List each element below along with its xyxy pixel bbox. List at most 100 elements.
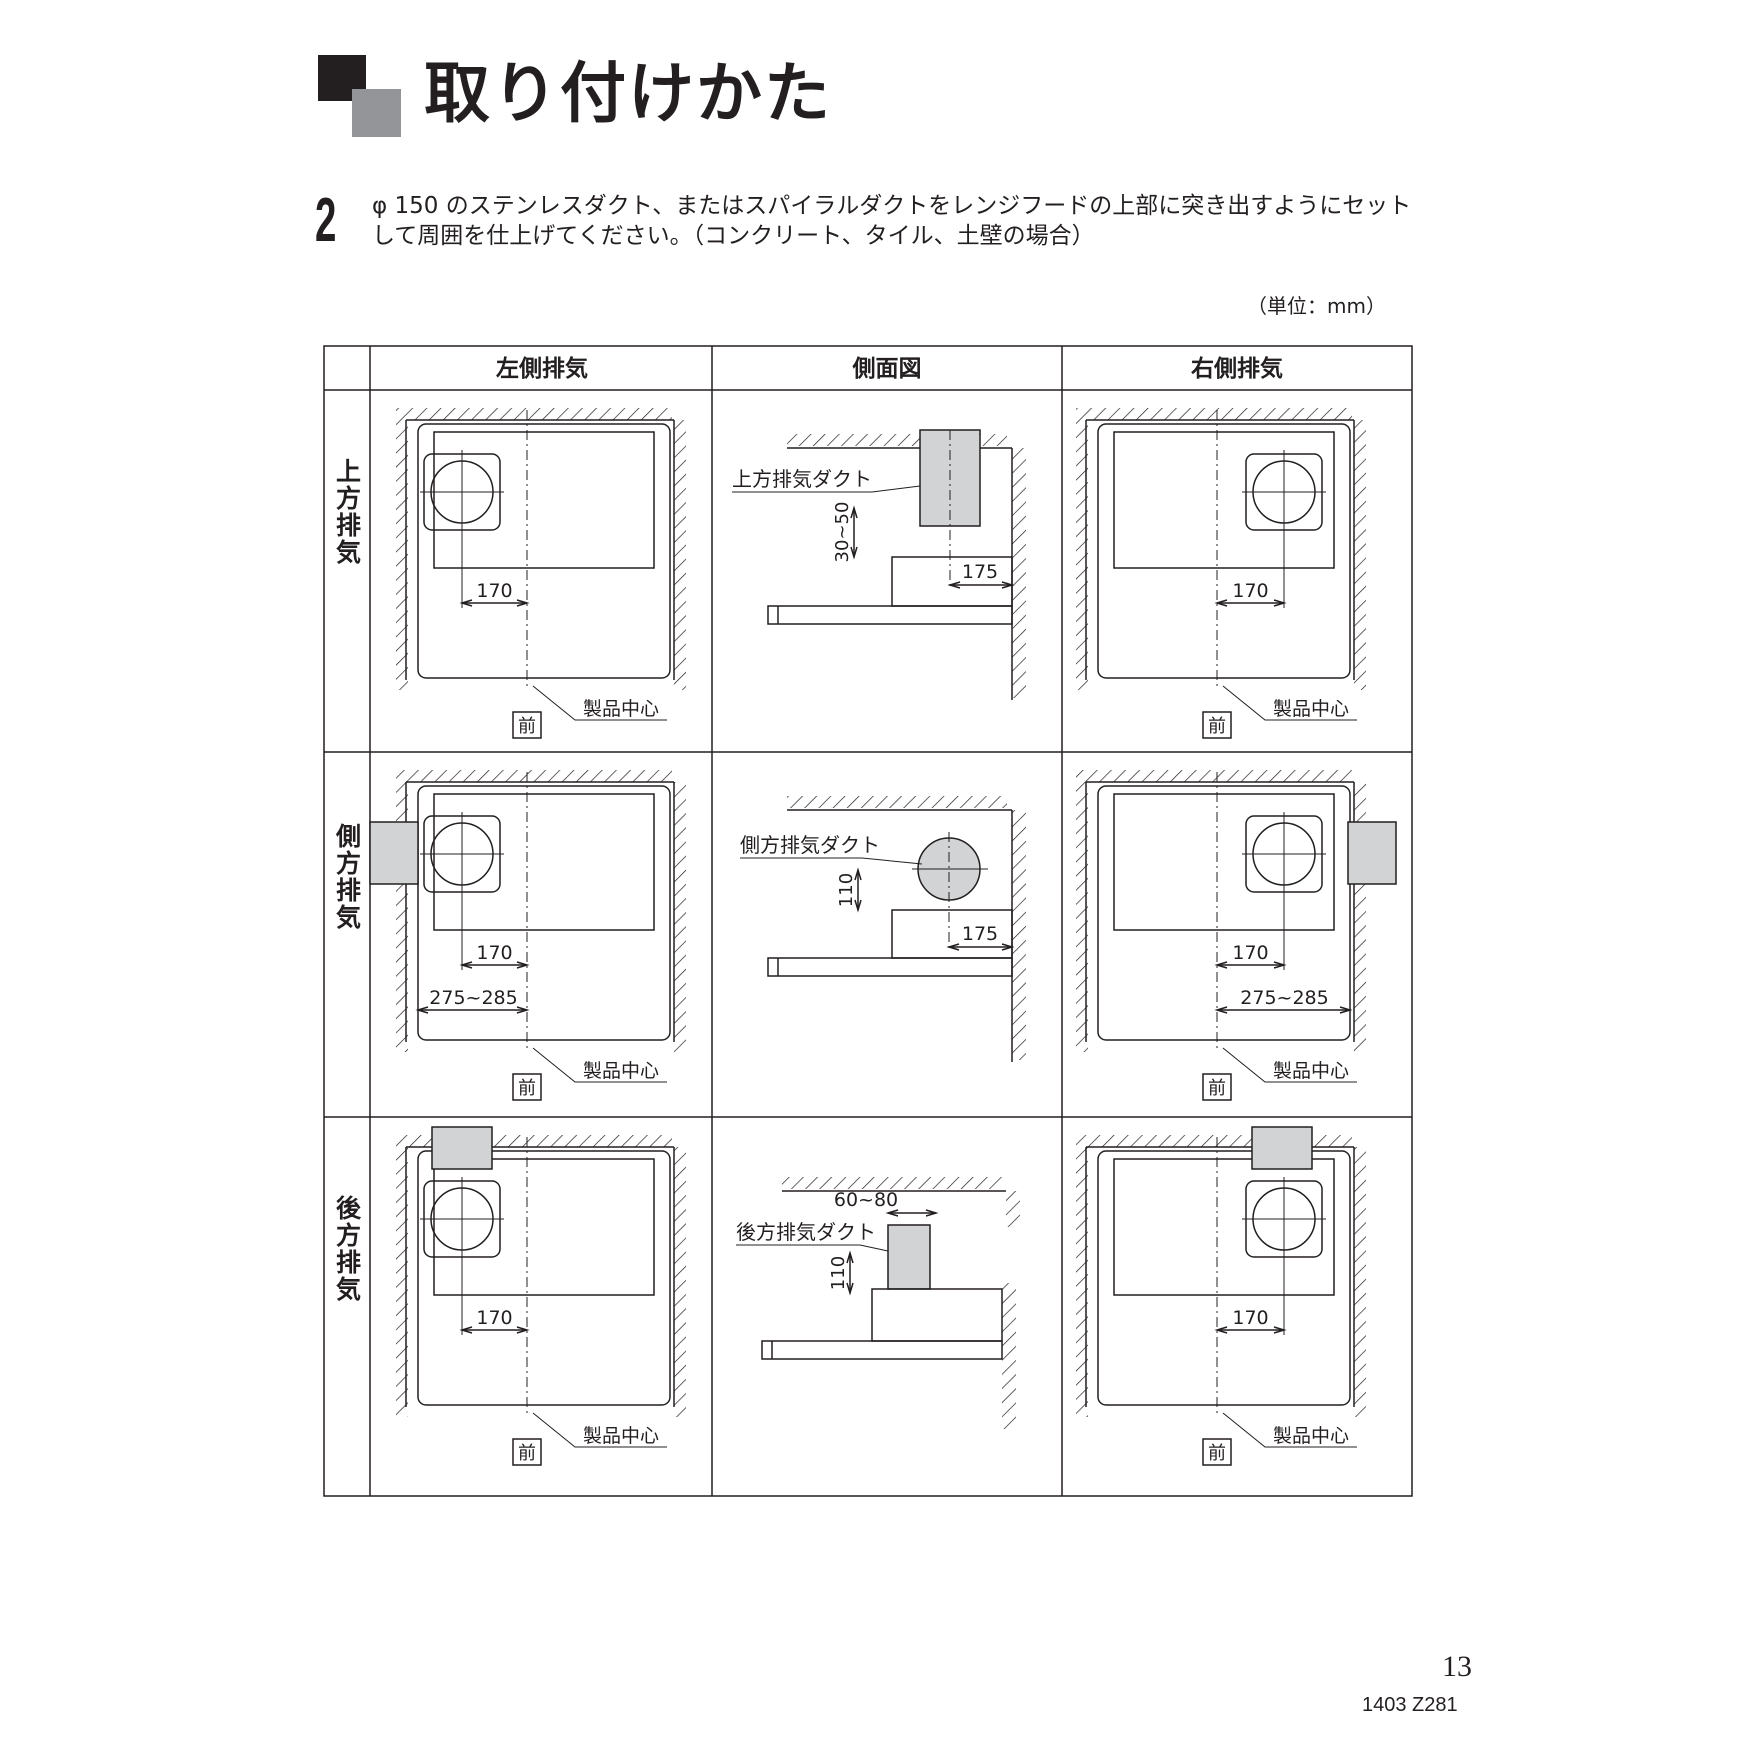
plan-left-back-dim-170-arrow-left <box>459 1326 473 1334</box>
plan-left-side-dim-170-arrow-right <box>516 961 530 969</box>
side-top-wall-hatch <box>1012 448 1026 698</box>
plan-right-back-dim-170-arrow-left <box>1214 1326 1228 1334</box>
plan-right-top-front-label: 前 <box>1208 716 1226 737</box>
plan-right-back-fan-casing <box>1113 1158 1335 1296</box>
plan-left-side-front-box <box>512 1073 542 1101</box>
column-header-side-view: 側面図 <box>852 356 922 382</box>
side-side-label: 側方排気ダクト <box>740 833 880 857</box>
plan-left-side-hood-outline <box>417 785 671 1041</box>
plan-left-side-dim-170-arrow-left <box>459 961 473 969</box>
plan-left-top-dim-170-arrow-right <box>516 599 530 607</box>
column-header-left-exhaust: 左側排気 <box>496 355 588 382</box>
step-number: 2 <box>315 186 337 255</box>
column-header-right-exhaust: 右側排気 <box>1191 355 1283 382</box>
plan-right-side-hood-outline <box>1097 785 1351 1041</box>
plan-left-top-front-box <box>512 711 542 739</box>
side-side-dim-110-arrow-bottom <box>854 899 862 913</box>
plan-left-back-wall-right-hatch <box>674 1147 686 1417</box>
plan-right-top-wall-right-hatch <box>1354 420 1366 690</box>
plan-right-side-dim-275-285-arrow-left <box>1214 1006 1228 1014</box>
side-side-ceiling-hatch <box>787 796 1007 808</box>
plan-right-side-fan-casing <box>1113 793 1335 931</box>
plan-left-side-fan-casing <box>433 793 655 931</box>
side-back-dim-110-arrow-top <box>846 1250 854 1264</box>
plan-left-side-wall-right-hatch <box>674 782 686 1052</box>
plan-right-side-product-center-label: 製品中心 <box>1273 1060 1349 1082</box>
plan-left-top-dim-170-label: 170 <box>476 580 512 602</box>
side-top-dim-30-50-label: 30~50 <box>832 502 853 563</box>
side-side-dim-110-label: 110 <box>836 873 857 907</box>
unit-note: （単位：mm） <box>1247 294 1386 318</box>
side-back-dim-60-80-label: 60~80 <box>834 1189 898 1211</box>
side-side-dim-110-arrow-top <box>854 867 862 881</box>
side-back-hood-bottom <box>761 1340 1003 1360</box>
plan-right-back-product-center-label: 製品中心 <box>1273 1425 1349 1447</box>
plan-right-top-dim-170-arrow-left <box>1214 599 1228 607</box>
side-side-hood-bottom <box>767 957 1013 977</box>
page-title: 取り付けかた <box>424 55 832 132</box>
plan-right-back-hood-outline <box>1097 1150 1351 1406</box>
plan-right-side-wall-left-hatch <box>1076 782 1088 1052</box>
side-side-label-leader <box>740 857 923 865</box>
side-side-dim-175-arrow-left <box>946 943 960 951</box>
plan-left-back-wall-left-hatch <box>396 1147 408 1417</box>
side-back-fan-box <box>871 1288 1003 1342</box>
plan-right-side-dim-170-label: 170 <box>1232 942 1268 964</box>
plan-right-side-dim-170-arrow-left <box>1214 961 1228 969</box>
plan-left-side-center-leader <box>532 1047 667 1083</box>
plan-left-side-dim-275-285-label: 275~285 <box>429 987 517 1009</box>
plan-right-side-dim-275-285-label: 275~285 <box>1240 987 1328 1009</box>
plan-left-top-product-center-label: 製品中心 <box>583 698 659 720</box>
side-top-dim-30-50-arrow-top <box>850 505 858 519</box>
side-back-label-leader <box>736 1244 889 1252</box>
plan-right-back-wall-right-hatch <box>1354 1147 1366 1417</box>
plan-left-back-dim-170-label: 170 <box>476 1307 512 1329</box>
plan-left-side-front-label: 前 <box>518 1078 536 1099</box>
side-side-wall-hatch <box>1012 810 1026 1060</box>
plan-right-top-hood-outline <box>1097 423 1351 679</box>
plan-right-side-wall-back-hatch <box>1076 770 1352 782</box>
plan-left-back-hood-outline <box>417 1150 671 1406</box>
table-grid <box>323 345 1413 1497</box>
plan-left-side-dim-170-label: 170 <box>476 942 512 964</box>
plan-right-side-side-duct-box <box>1347 821 1397 885</box>
plan-left-top-front-label: 前 <box>518 716 536 737</box>
plan-left-top-wall-left-hatch <box>396 420 408 690</box>
plan-right-side-dim-275-285-arrow-right <box>1339 1006 1353 1014</box>
side-side-dim-175-label: 175 <box>962 923 998 945</box>
plan-right-top-dim-170-arrow-right <box>1273 599 1287 607</box>
plan-right-side-center-leader <box>1222 1047 1357 1083</box>
plan-right-side-front-label: 前 <box>1208 1078 1226 1099</box>
plan-left-side-side-duct-box <box>369 821 419 885</box>
side-top-dim-175-arrow-left <box>947 581 961 589</box>
plan-right-top-product-center-label: 製品中心 <box>1273 698 1349 720</box>
plan-left-top-dim-170-arrow-left <box>459 599 473 607</box>
plan-left-back-product-center-label: 製品中心 <box>583 1425 659 1447</box>
plan-left-top-center-leader <box>532 685 667 721</box>
step-instruction: φ 150 のステンレスダクト、またはスパイラルダクトをレンジフードの上部に突き… <box>372 193 1412 249</box>
plan-left-top-fan-casing <box>433 431 655 569</box>
plan-left-back-front-label: 前 <box>518 1443 536 1464</box>
row-header-top-exhaust: 上方排気 <box>333 458 362 566</box>
plan-right-top-fan-casing <box>1113 431 1335 569</box>
plan-right-side-dim-170-arrow-right <box>1273 961 1287 969</box>
plan-left-top-wall-right-hatch <box>674 420 686 690</box>
side-back-dim-110-label: 110 <box>828 1256 849 1290</box>
plan-left-side-dim-275-285-arrow-left <box>415 1006 429 1014</box>
plan-right-back-dim-170-arrow-right <box>1273 1326 1287 1334</box>
plan-left-side-dim-275-285-arrow-right <box>516 1006 530 1014</box>
plan-right-back-dim-170-label: 170 <box>1232 1307 1268 1329</box>
side-back-dim-110-arrow-bottom <box>846 1282 854 1296</box>
document-code: 1403 Z281 <box>1362 1694 1458 1716</box>
side-side-dim-175-arrow-right <box>1001 943 1015 951</box>
plan-right-back-back-duct-box <box>1251 1126 1313 1170</box>
side-back-wall-upper-hatch <box>1006 1191 1020 1227</box>
plan-left-side-product-center-label: 製品中心 <box>583 1060 659 1082</box>
plan-right-top-center-leader <box>1222 685 1357 721</box>
side-top-dim-175-arrow-right <box>1001 581 1015 589</box>
side-top-dim-175-label: 175 <box>962 561 998 583</box>
page-number: 13 <box>1442 1650 1472 1683</box>
plan-left-back-front-box <box>512 1438 542 1466</box>
side-back-dim-60-80-arrow-right <box>925 1209 939 1217</box>
